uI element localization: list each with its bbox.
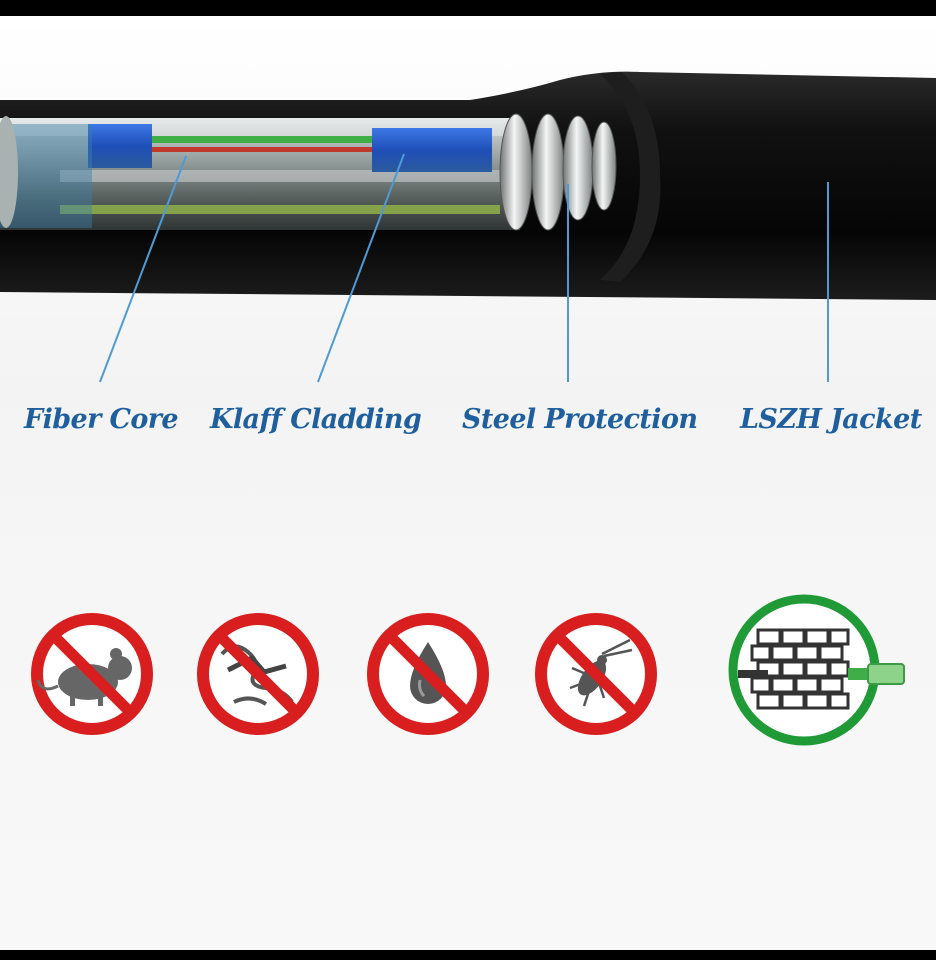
fiber-red [90, 147, 390, 152]
bottom-frame-bar [0, 950, 936, 960]
top-frame-bar [0, 0, 936, 16]
cladding-sleeve-right [372, 128, 492, 172]
fiber-core-leader-line [99, 155, 187, 383]
no-rodent-icon [31, 613, 153, 735]
fiber-green [90, 136, 390, 143]
jacket-cut-rim [600, 72, 661, 282]
cladding-sleeve-left [88, 124, 152, 168]
no-bending-icon [197, 613, 319, 735]
steel-protection-label: Steel Protection [462, 404, 698, 435]
klaff-cladding-leader-line [317, 153, 405, 383]
klaff-cladding-label: Klaff Cladding [210, 404, 422, 435]
wall-pass-through-icon [728, 594, 905, 746]
no-water-icon [367, 613, 489, 735]
fiber-core-label: Fiber Core [24, 404, 179, 435]
fiber-yellow-green [60, 205, 500, 214]
no-insect-icon [535, 613, 657, 735]
steel-protection-coils [499, 113, 617, 231]
lszh-jacket-label: LSZH Jacket [740, 404, 922, 435]
